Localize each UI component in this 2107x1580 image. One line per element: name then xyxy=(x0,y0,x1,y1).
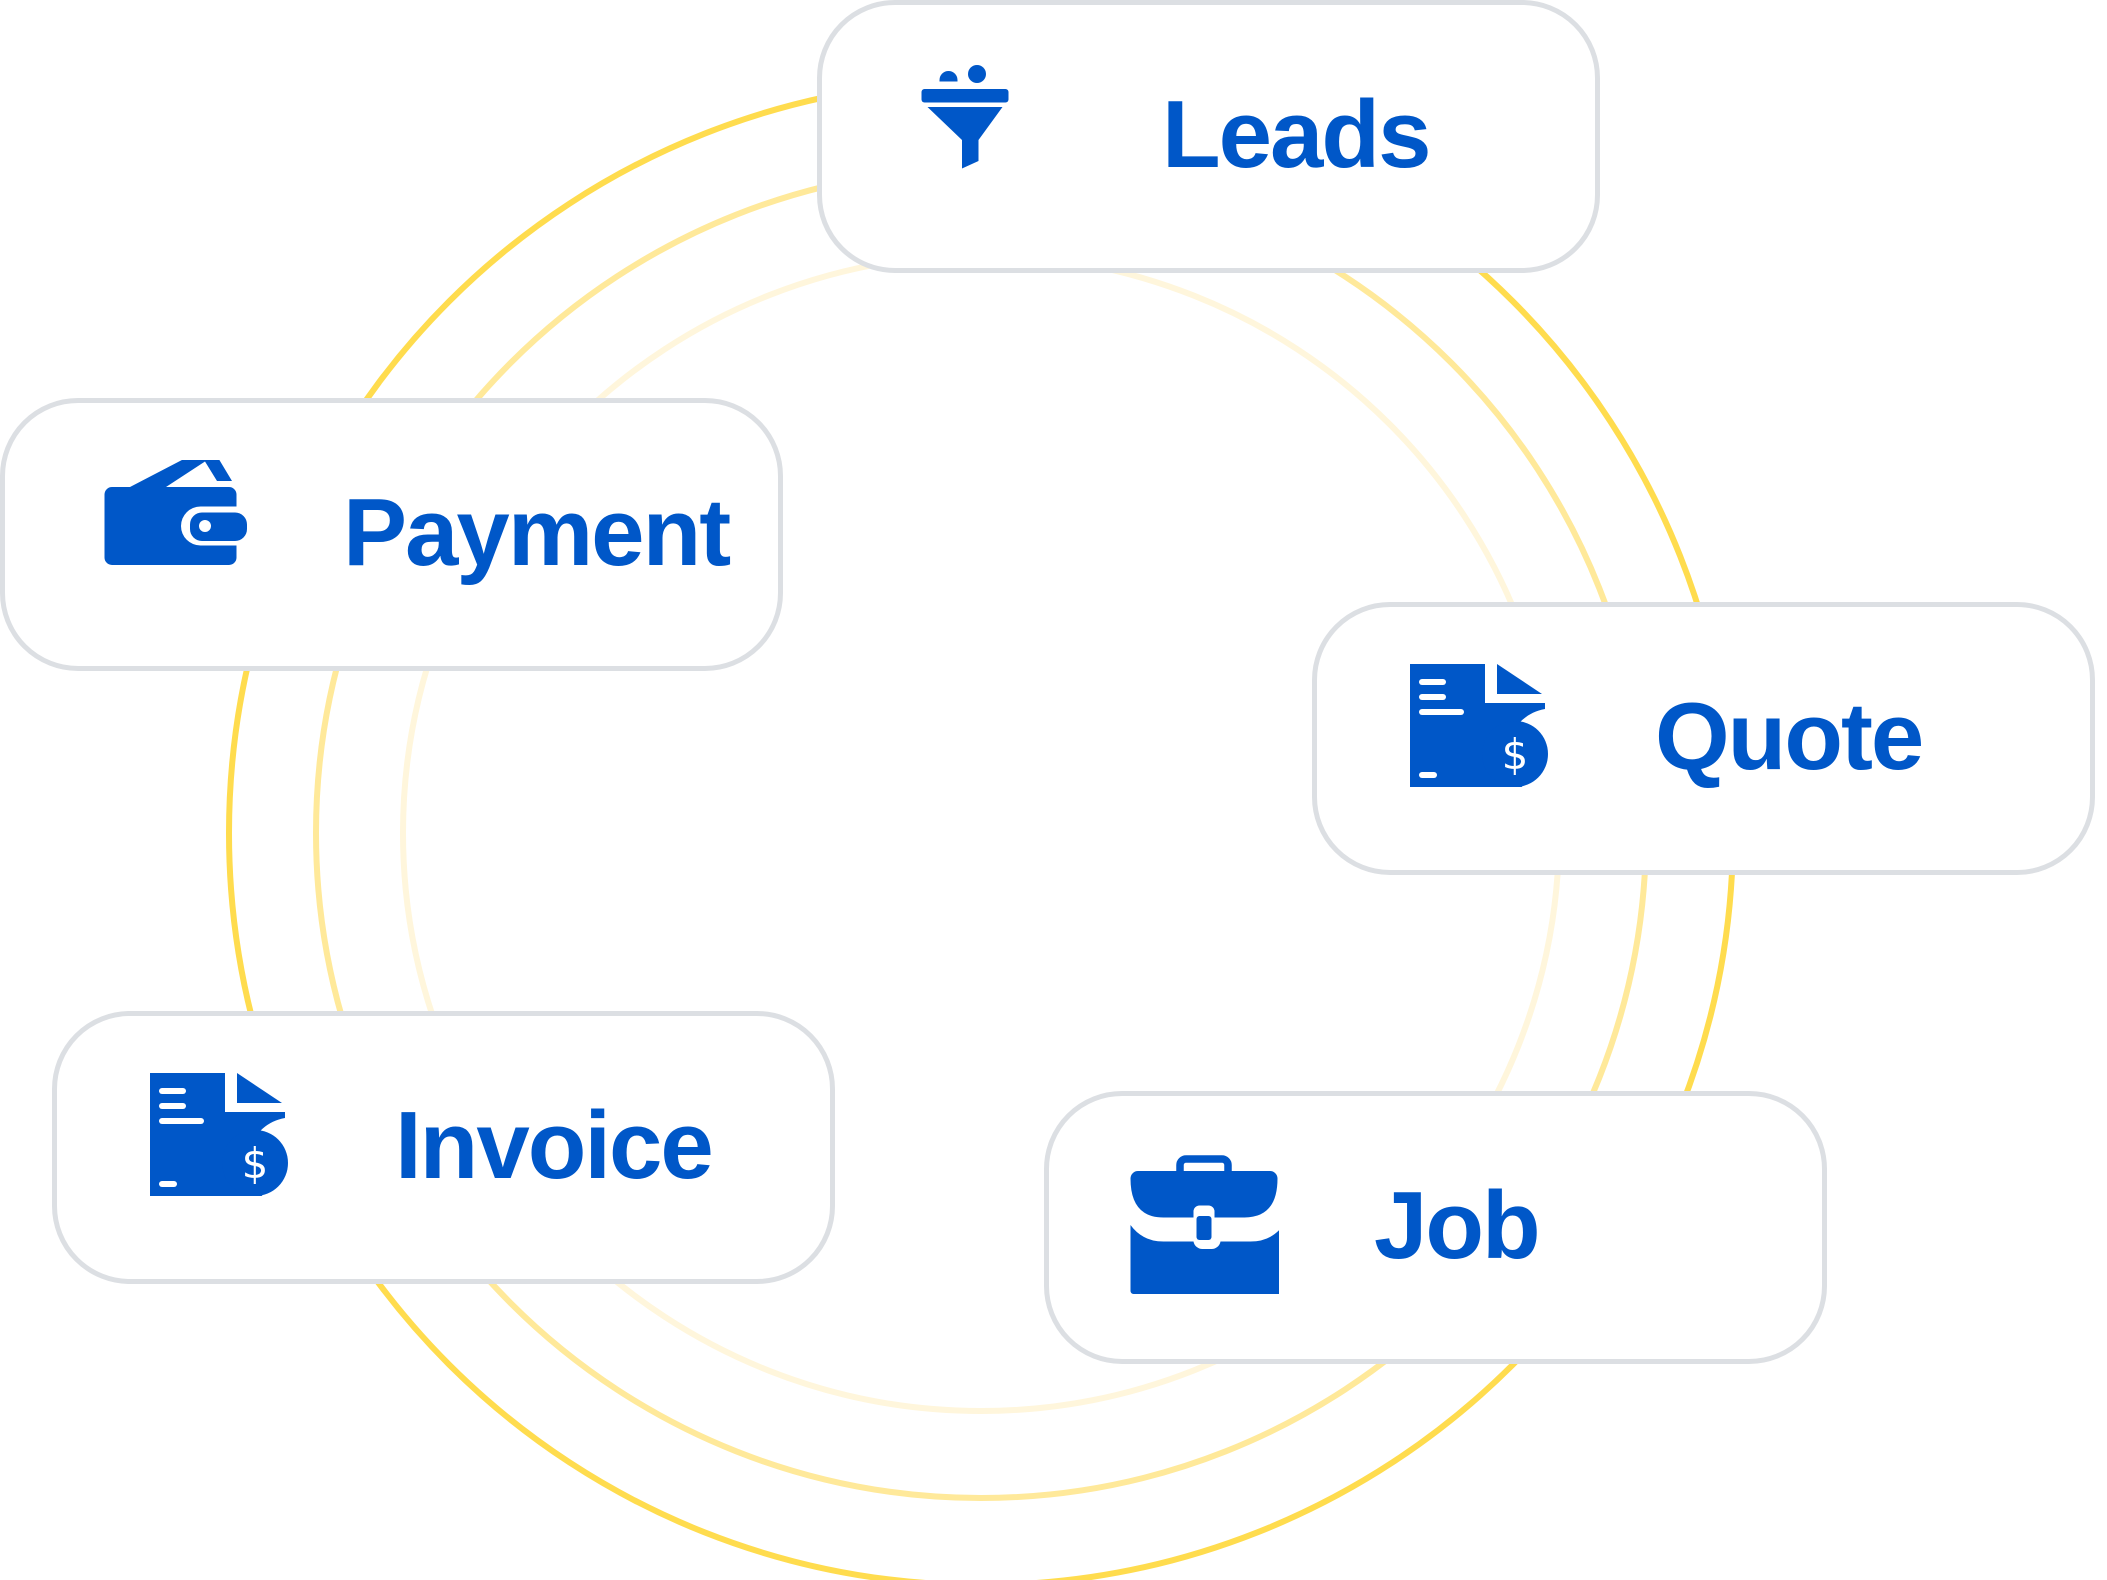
card-label: Job xyxy=(1374,1171,1541,1279)
briefcase-icon xyxy=(1130,1154,1279,1294)
svg-text:$: $ xyxy=(1502,730,1529,779)
card-label: Invoice xyxy=(395,1091,714,1199)
wallet-icon xyxy=(104,459,247,565)
card-invoice: $ Invoice xyxy=(52,1011,835,1284)
card-payment: Payment xyxy=(0,398,783,671)
invoice-document-icon: $ xyxy=(150,1072,288,1196)
funnel-icon xyxy=(921,64,1009,168)
card-job: Job xyxy=(1044,1091,1827,1364)
svg-text:$: $ xyxy=(242,1139,269,1188)
card-quote: $ Quote xyxy=(1312,602,2095,875)
card-leads: Leads xyxy=(817,0,1600,273)
card-label: Quote xyxy=(1655,682,1924,790)
quote-document-icon: $ xyxy=(1410,663,1548,787)
card-label: Leads xyxy=(1162,80,1431,188)
card-label: Payment xyxy=(343,478,731,586)
